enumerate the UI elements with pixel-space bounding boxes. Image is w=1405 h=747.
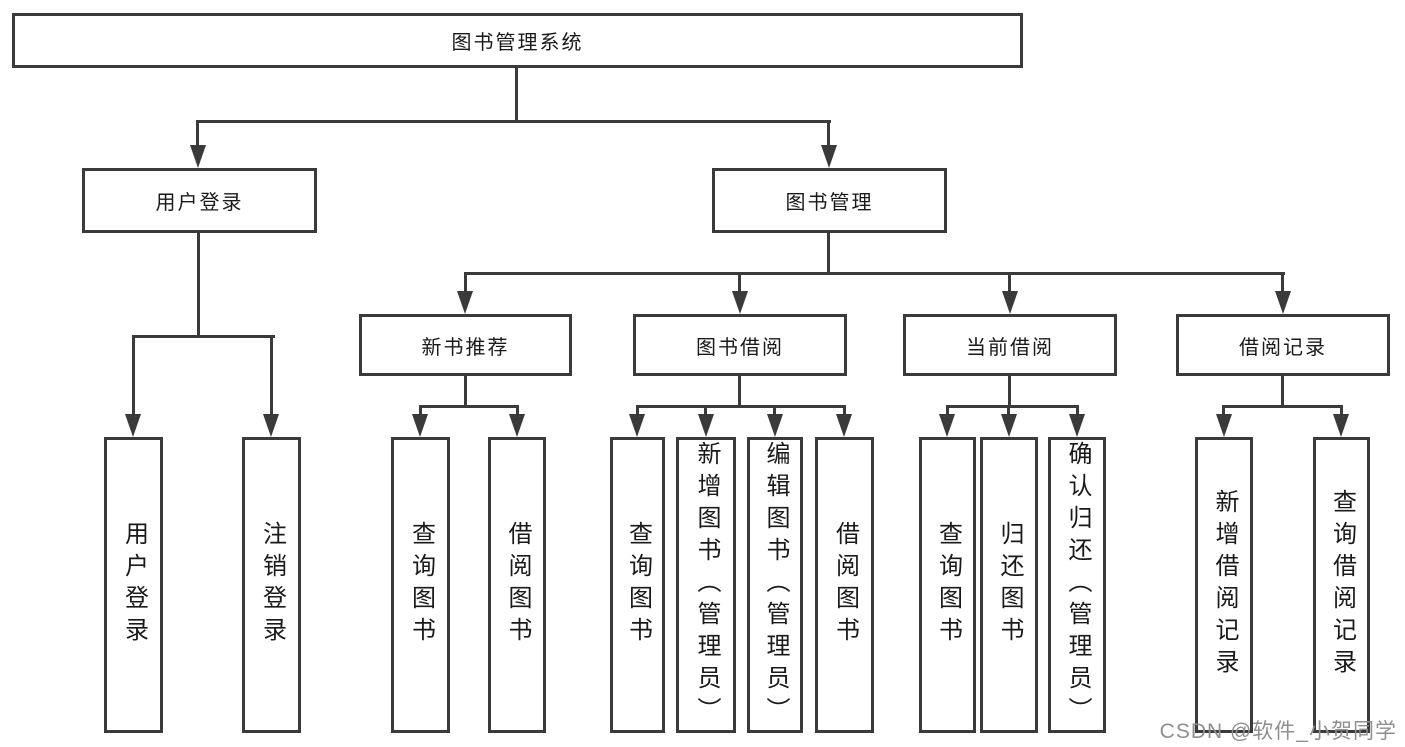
connector-drop-book-mgmt (827, 120, 830, 150)
arrow-borrow-records (1275, 291, 1291, 314)
connector-drop (636, 405, 639, 419)
arrow-leaf (767, 414, 783, 437)
node-borrow-books: 借阅图书 (815, 437, 874, 733)
arrow-current-borrow (1002, 291, 1018, 314)
connector-level1-bar (197, 120, 831, 123)
node-query-books-borrow: 查询图书 (610, 437, 665, 733)
node-confirm-return-admin: 确认归还（管理员） (1048, 437, 1106, 733)
node-current-borrow: 当前借阅 (903, 314, 1117, 376)
connector-drop (1222, 405, 1225, 419)
connector-drop (843, 405, 846, 419)
node-edit-books-admin: 编辑图书（管理员） (747, 437, 803, 733)
connector-drop-login-leaf (132, 335, 135, 417)
connector-drop (1007, 405, 1010, 419)
connector-level3-bar (464, 272, 1285, 275)
connector-drop-user-login (196, 120, 199, 150)
connector-bookborrow-bar (636, 405, 846, 408)
arrow-new-book (457, 291, 473, 314)
arrow-leaf (836, 414, 852, 437)
arrow-user-login (190, 145, 206, 168)
connector-drop (419, 405, 422, 419)
node-query-borrow-record: 查询借阅记录 (1313, 437, 1370, 733)
arrow-leaf (1333, 414, 1349, 437)
connector-drop-current-borrow (1008, 272, 1011, 294)
connector-drop (773, 405, 776, 419)
node-add-books-admin: 新增图书（管理员） (676, 437, 736, 733)
connector-drop (1076, 405, 1079, 419)
arrow-leaf (1001, 414, 1017, 437)
arrow-leaf (1216, 414, 1232, 437)
connector-user-bar (132, 335, 275, 338)
node-book-borrow: 图书借阅 (633, 314, 847, 376)
connector-currentborrow-stem (1008, 376, 1011, 405)
node-return-books: 归还图书 (980, 437, 1038, 733)
connector-drop (1340, 405, 1343, 419)
node-user-login-group: 用户登录 (82, 168, 317, 233)
connector-drop-book-borrow (738, 272, 741, 294)
arrow-leaf (939, 414, 955, 437)
node-new-book-recommend: 新书推荐 (359, 314, 572, 376)
node-user-login: 用户登录 (104, 437, 163, 733)
node-borrow-books-recommend: 借阅图书 (488, 437, 546, 733)
connector-user-stem (197, 233, 200, 335)
node-query-books-current: 查询图书 (919, 437, 976, 733)
connector-drop (516, 405, 519, 419)
connector-drop-logout-leaf (270, 335, 273, 417)
arrow-leaf (509, 414, 525, 437)
connector-drop-borrow-records (1281, 272, 1284, 294)
arrow-book-borrow (732, 291, 748, 314)
connector-drop (704, 405, 707, 419)
arrow-logout-leaf (263, 414, 279, 437)
arrow-leaf (629, 414, 645, 437)
arrow-login-leaf (125, 414, 141, 437)
node-borrow-records: 借阅记录 (1176, 314, 1390, 376)
connector-mgmt-stem (827, 233, 830, 272)
connector-records-bar (1222, 405, 1343, 408)
connector-currentborrow-bar (946, 405, 1079, 408)
arrow-leaf (412, 414, 428, 437)
node-add-borrow-record: 新增借阅记录 (1195, 437, 1253, 733)
connector-newbook-stem (464, 376, 467, 405)
connector-drop-new-book (464, 272, 467, 294)
arrow-leaf (698, 414, 714, 437)
node-library-system: 图书管理系统 (12, 13, 1023, 68)
node-logout: 注销登录 (242, 437, 301, 733)
connector-drop (946, 405, 949, 419)
connector-newbook-bar (419, 405, 519, 408)
csdn-watermark: CSDN @软件_小贺同学 (1159, 720, 1397, 743)
connector-root-stem (515, 68, 518, 120)
arrow-book-mgmt (821, 145, 837, 168)
node-query-books-recommend: 查询图书 (391, 437, 450, 733)
connector-bookborrow-stem (738, 376, 741, 405)
connector-records-stem (1281, 376, 1284, 405)
arrow-leaf (1069, 414, 1085, 437)
node-book-management: 图书管理 (712, 168, 947, 233)
